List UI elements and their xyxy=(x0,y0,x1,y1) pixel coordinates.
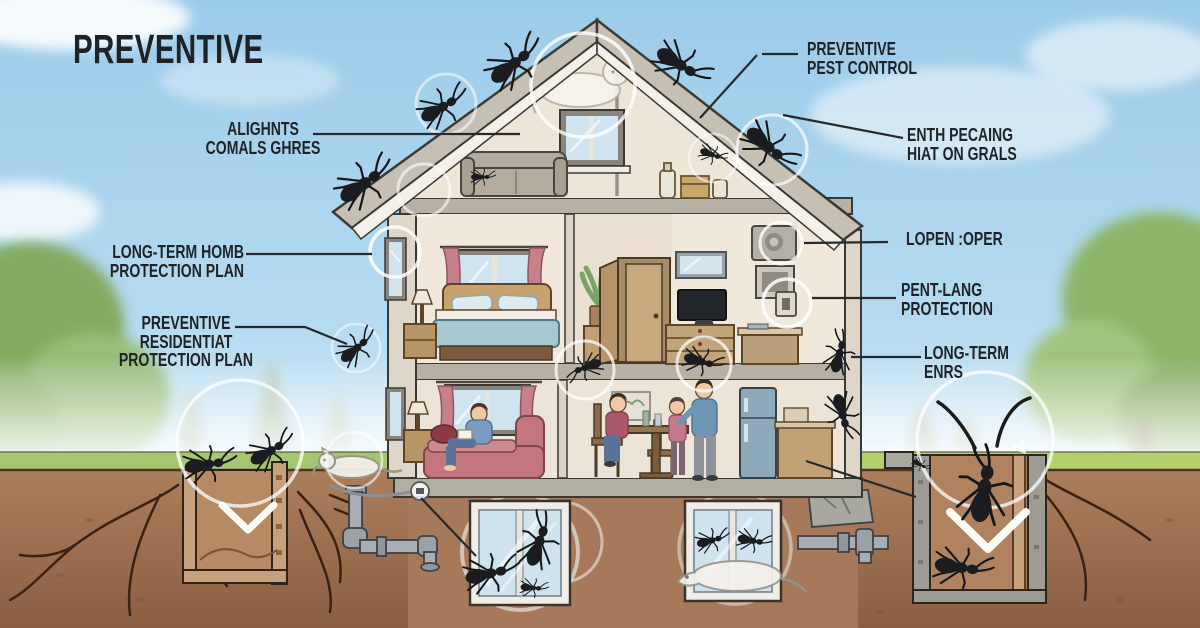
attic-storage xyxy=(659,162,728,199)
person-standing xyxy=(677,379,718,481)
cabinet xyxy=(777,425,833,479)
first-floor-slab xyxy=(393,477,863,498)
chevron-down-icon xyxy=(946,508,1030,553)
hallway xyxy=(579,257,671,366)
side-window xyxy=(385,387,406,441)
cable xyxy=(329,483,411,498)
right-trench xyxy=(884,440,1047,604)
person-child xyxy=(668,397,687,475)
page-title: PREVENTIVE xyxy=(73,26,264,72)
ants xyxy=(181,24,1032,600)
person-seated xyxy=(604,393,629,467)
basement-window xyxy=(468,499,572,607)
callout-alighnts: ALIGHNTS COMALS GHRES xyxy=(205,119,321,158)
chevron-down-icon xyxy=(218,501,278,534)
attic-sofa xyxy=(460,151,568,197)
bedroom xyxy=(403,245,560,361)
tv xyxy=(677,289,727,321)
dining-room xyxy=(591,379,836,481)
left-trench xyxy=(182,461,288,585)
person-reading xyxy=(444,403,493,471)
arrow-marker xyxy=(1010,440,1026,454)
right-exterior-wall xyxy=(844,229,862,479)
fridge xyxy=(739,387,777,479)
callout-preventive-pest-control: PREVENTIVE PEST CONTROL xyxy=(807,39,917,78)
pipes-right xyxy=(797,489,889,564)
callout-lopen-oper: LOPEN :OPER xyxy=(906,229,1003,249)
living-room xyxy=(403,380,545,479)
basement xyxy=(408,490,858,628)
second-floor-slab xyxy=(397,362,859,381)
callout-long-term-enrs: LONG-TERM ENRS xyxy=(924,343,1010,382)
side-window xyxy=(384,237,407,301)
possum-sketch-icon xyxy=(676,560,807,593)
rat-sketch-icon xyxy=(312,446,403,479)
callout-pent-lang-protection: PENT-LANG PROTECTION xyxy=(901,280,994,319)
callout-preventive-residentiat: PREVENTIVE RESIDENTIAT PROTECTION PLAN xyxy=(118,313,254,371)
callout-lines xyxy=(235,52,921,557)
callout-long-term-home: LONG-TERM HOMB PROTECTION PLAN xyxy=(109,242,244,281)
highlight-rings xyxy=(175,31,1055,510)
callout-enth-pecaing: ENTH PECAING HIAT ON GRALS xyxy=(907,125,1017,164)
